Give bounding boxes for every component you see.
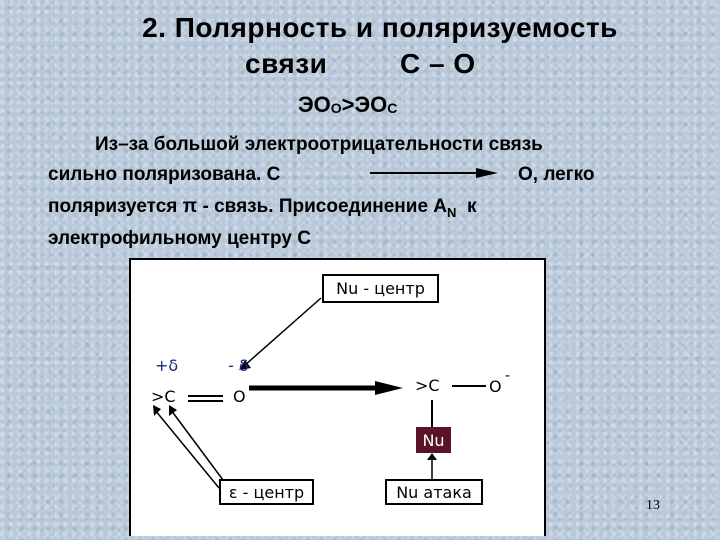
oxygen-label: O (233, 387, 246, 406)
slide-title-line1: 2. Полярность и поляризуемость (142, 12, 618, 43)
polarization-arrow-icon (370, 168, 498, 178)
nu-label: Nu (422, 430, 445, 450)
diagram-arrows (153, 297, 486, 489)
product-charge-label: - (505, 368, 511, 384)
eo-sub-oxygen: О (330, 100, 342, 116)
eo-label-1: ЭО (298, 92, 331, 117)
electronegativity-relation: ЭОО>ЭОС (298, 92, 397, 118)
plus-delta-label: +δ (155, 356, 179, 375)
paragraph-line-3-start: поляризуется π - связь. Присоединение А (48, 196, 448, 217)
electro-arrow-line-1 (170, 409, 224, 481)
paragraph-line-3-end: к (456, 196, 477, 217)
eo-label-2: ЭО (354, 92, 388, 117)
carbon-label: >C (151, 387, 176, 406)
page-number: 13 (646, 498, 660, 513)
paragraph-line-3-sub: N (447, 204, 457, 220)
nu-center-arrow-line (243, 297, 322, 367)
nu-attack-label: Nu атака (396, 482, 472, 502)
nu-box: Nu (416, 427, 451, 453)
paragraph-line-2: сильно поляризована. С О, легко (48, 164, 595, 186)
electro-arrow-head-1 (169, 405, 177, 416)
paragraph-line-4: электрофильному центру С (48, 228, 311, 249)
gt-sign: > (341, 92, 355, 117)
nu-attack-box: Nu атака (385, 479, 483, 505)
title-bond-formula: С – О (400, 48, 476, 79)
eo-sub-carbon: С (387, 100, 398, 116)
paragraph-line-2-end: О, легко (518, 164, 595, 185)
electro-arrow-line-2 (154, 409, 220, 489)
paragraph-line-1: Из–за большой электроотрицательности свя… (95, 134, 543, 155)
nu-center-box: Nu - центр (322, 274, 439, 303)
paragraph-line-2-start: сильно поляризована. С (48, 164, 281, 185)
reaction-diagram: Nu - центр +δ - δ >C O >C O - Nu ε - цен… (129, 258, 546, 536)
nu-center-arrow-head (239, 360, 251, 370)
minus-delta-label: - δ (228, 356, 249, 375)
reaction-arrow-head (375, 381, 403, 395)
nu-center-label: Nu - центр (336, 279, 425, 298)
product-oxygen-label: O (489, 377, 502, 396)
title-word-bond: связи (245, 48, 328, 79)
nu-attack-arrow-head (427, 453, 437, 460)
paragraph-line-3: поляризуется π - связь. Присоединение АN… (48, 196, 477, 220)
electrophilic-center-label: ε - центр (228, 482, 305, 502)
electro-arrow-head-2 (153, 405, 161, 416)
electrophilic-center-box: ε - центр (219, 479, 314, 505)
product-carbon-label: >C (415, 376, 440, 395)
